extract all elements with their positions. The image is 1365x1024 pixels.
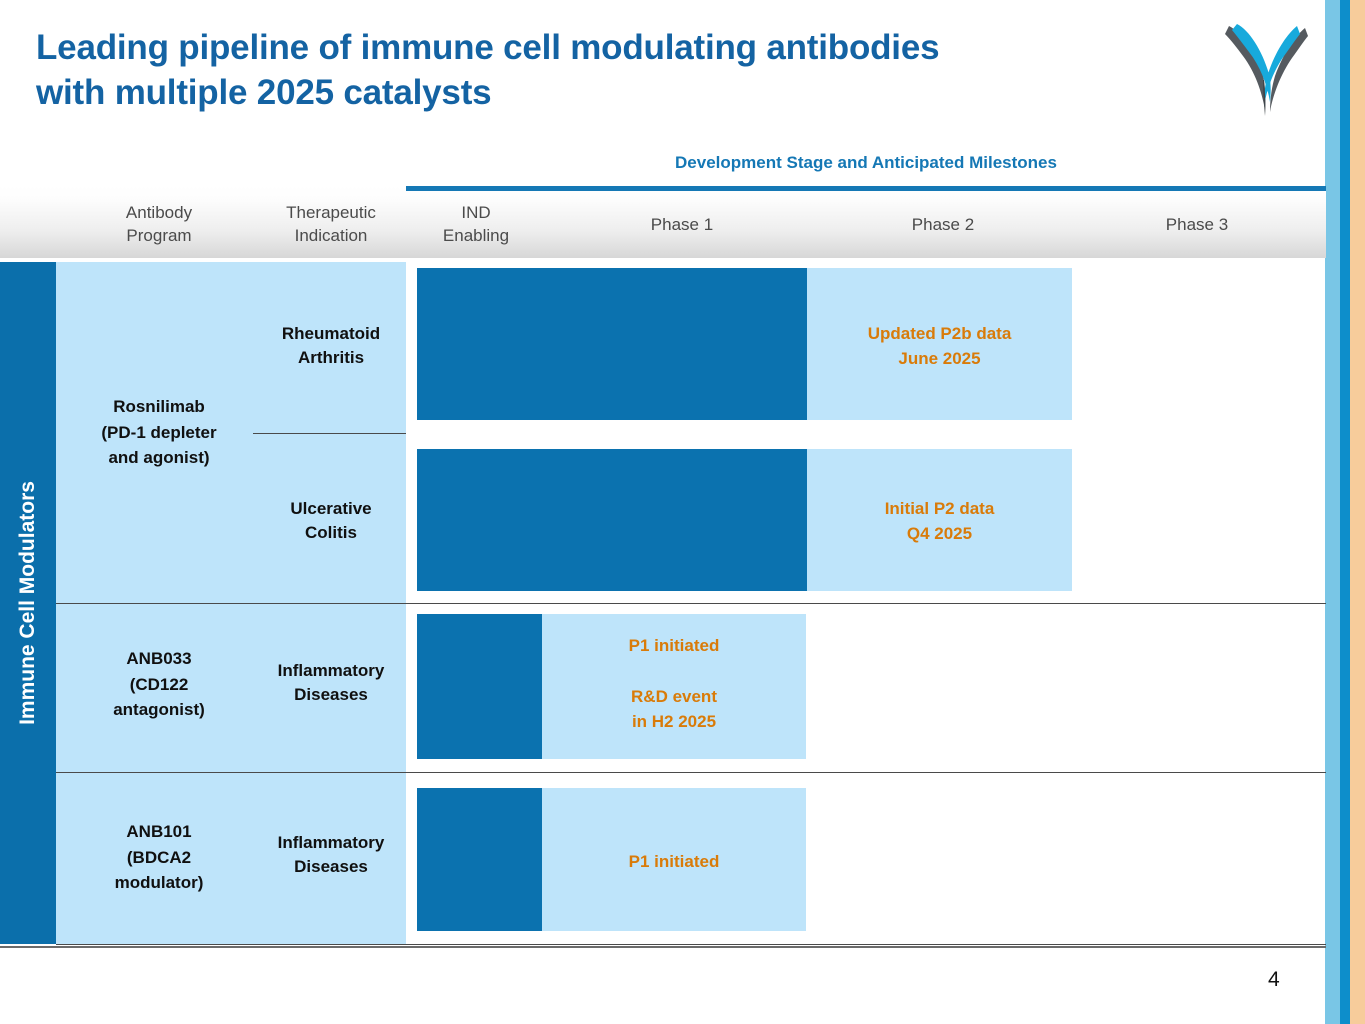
column-header-phase-3: Phase 3 xyxy=(1165,215,1229,234)
column-header-therapeutic-indication: Therapeutic Indication xyxy=(256,202,406,248)
milestone-line-3: R&D event xyxy=(631,687,717,706)
column-header-antibody-program-line-2: Program xyxy=(126,225,192,245)
progress-bar-dark-anb033 xyxy=(417,614,542,759)
table-row-rosnilimab: Rosnilimab (PD-1 depleter and agonist) R… xyxy=(56,262,1326,604)
indication-label-line-1: Inflammatory xyxy=(277,661,385,680)
progress-bar-dark-rosnilimab-uc xyxy=(417,449,807,591)
column-header-therapeutic-indication-line-2: Indication xyxy=(294,225,368,245)
indication-label-line-1: Rheumatoid xyxy=(281,324,381,343)
column-header-ind-enabling: IND Enabling xyxy=(406,202,546,248)
milestone-line-2: June 2025 xyxy=(898,348,981,368)
antibody-y-logo xyxy=(1215,14,1315,118)
milestone-rosnilimab-ra: Updated P2b data June 2025 xyxy=(807,322,1072,371)
indication-label-line-2: Diseases xyxy=(294,856,368,876)
edge-stripe-mid-blue xyxy=(1340,0,1350,1024)
program-label-line-3: and agonist) xyxy=(108,448,210,467)
edge-stripe-light-blue xyxy=(1325,0,1340,1024)
column-header-ind-enabling-line-2: Enabling xyxy=(442,225,510,245)
header-accent-rule xyxy=(406,186,1326,191)
program-label-line-3: modulator) xyxy=(114,873,204,892)
indication-label-line-2: Diseases xyxy=(294,684,368,704)
milestone-line-1: Initial P2 data xyxy=(884,499,995,518)
indication-label-rheumatoid-arthritis: Rheumatoid Arthritis xyxy=(256,322,406,370)
category-bar-immune-cell-modulators: Immune Cell Modulators xyxy=(0,262,56,944)
row-separator xyxy=(56,944,1326,945)
page-title-line-2: with multiple 2025 catalysts xyxy=(36,72,492,112)
indication-label-line-1: Ulcerative xyxy=(290,499,372,518)
milestone-line-2: Q4 2025 xyxy=(906,523,973,543)
row-shade xyxy=(56,604,406,772)
program-label-line-2: (BDCA2 xyxy=(126,847,192,867)
program-label-line-3: antagonist) xyxy=(113,700,205,719)
header-band xyxy=(0,186,1326,258)
milestone-line-1: P1 initiated xyxy=(628,636,720,655)
row-shade xyxy=(56,262,406,603)
indication-label-line-2: Arthritis xyxy=(297,347,365,367)
column-header-antibody-program: Antibody Program xyxy=(62,202,256,248)
table-row-anb101: ANB101 (BDCA2 modulator) Inflammatory Di… xyxy=(56,773,1326,945)
program-label-line-1: Rosnilimab xyxy=(113,397,205,416)
indication-label-anb101: Inflammatory Diseases xyxy=(256,831,406,879)
program-label-anb033: ANB033 (CD122 antagonist) xyxy=(62,646,256,723)
row-separator xyxy=(56,772,1326,773)
indication-label-ulcerative-colitis: Ulcerative Colitis xyxy=(256,497,406,545)
progress-bar-dark-anb101 xyxy=(417,788,542,931)
subrow-divider xyxy=(253,433,406,434)
column-header-ind-enabling-line-1: IND xyxy=(461,203,491,222)
row-separator xyxy=(56,603,1326,604)
program-label-rosnilimab: Rosnilimab (PD-1 depleter and agonist) xyxy=(62,394,256,471)
edge-stripe-peach xyxy=(1350,0,1365,1024)
milestone-rosnilimab-uc: Initial P2 data Q4 2025 xyxy=(807,497,1072,546)
program-label-line-1: ANB033 xyxy=(126,649,192,668)
indication-label-anb033: Inflammatory Diseases xyxy=(256,659,406,707)
milestone-anb033-b: R&D event in H2 2025 xyxy=(542,685,806,734)
footer-rule xyxy=(0,946,1326,948)
milestone-line-4: in H2 2025 xyxy=(631,711,717,731)
program-label-line-2: (CD122 xyxy=(129,674,189,694)
program-label-anb101: ANB101 (BDCA2 modulator) xyxy=(62,819,256,896)
page-number: 4 xyxy=(1268,968,1280,991)
program-label-line-1: ANB101 xyxy=(126,822,192,841)
milestone-anb101: P1 initiated xyxy=(542,850,806,875)
column-header-antibody-program-line-1: Antibody xyxy=(125,203,193,222)
table-row-anb033: ANB033 (CD122 antagonist) Inflammatory D… xyxy=(56,604,1326,773)
category-bar-label: Immune Cell Modulators xyxy=(16,481,39,725)
development-stage-caption: Development Stage and Anticipated Milest… xyxy=(675,153,1057,172)
milestone-anb033-a: P1 initiated xyxy=(542,634,806,659)
page-title: Leading pipeline of immune cell modulati… xyxy=(36,26,1186,116)
indication-label-line-1: Inflammatory xyxy=(277,833,385,852)
column-header-phase-2: Phase 2 xyxy=(911,215,975,234)
progress-bar-dark-rosnilimab-ra xyxy=(417,268,807,420)
program-label-line-2: (PD-1 depleter xyxy=(101,422,217,442)
milestone-line-1: Updated P2b data xyxy=(867,324,1012,343)
page-title-line-1: Leading pipeline of immune cell modulati… xyxy=(36,28,940,67)
milestone-line-1: P1 initiated xyxy=(628,852,720,871)
column-header-therapeutic-indication-line-1: Therapeutic xyxy=(286,203,376,222)
row-shade xyxy=(56,773,406,944)
pipeline-grid: Rosnilimab (PD-1 depleter and agonist) R… xyxy=(56,262,1326,945)
column-header-phase-1: Phase 1 xyxy=(650,215,714,234)
indication-label-line-2: Colitis xyxy=(305,522,357,542)
